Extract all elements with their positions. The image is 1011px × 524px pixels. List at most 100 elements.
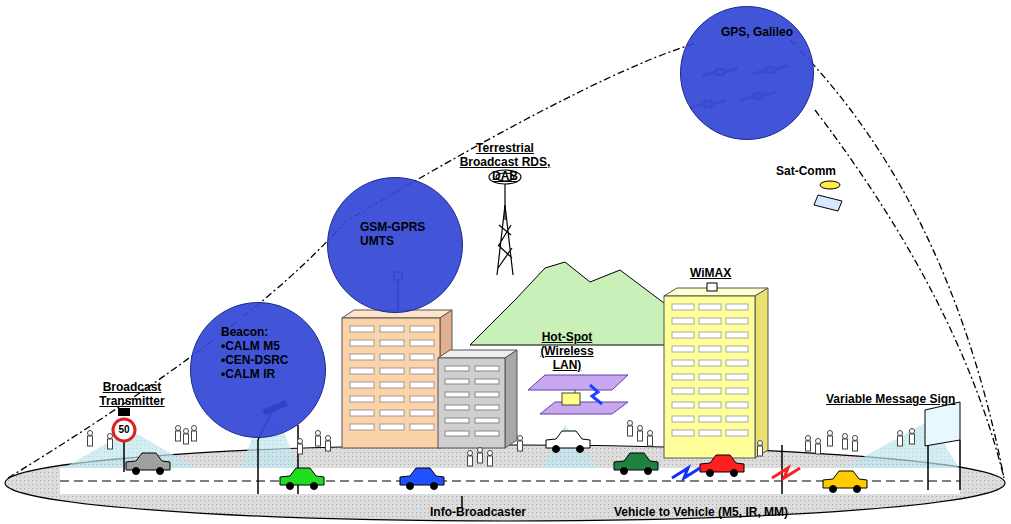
window xyxy=(475,392,499,397)
window xyxy=(350,410,374,416)
wheel xyxy=(830,486,837,493)
window xyxy=(380,396,404,402)
person-head xyxy=(816,439,821,444)
window xyxy=(672,374,694,380)
wheel xyxy=(157,468,164,475)
text-label: 50 xyxy=(114,424,134,436)
window xyxy=(350,354,374,360)
window xyxy=(726,318,748,324)
person-body xyxy=(816,444,821,454)
window xyxy=(672,430,694,436)
window xyxy=(726,346,748,352)
window xyxy=(726,388,748,394)
person-head xyxy=(184,429,189,434)
wheel xyxy=(431,483,438,490)
window xyxy=(445,431,469,436)
window xyxy=(410,340,434,346)
person-body xyxy=(488,456,493,466)
wheel xyxy=(731,470,738,477)
wheel xyxy=(287,483,294,490)
text-label: WiMAX xyxy=(690,266,740,280)
person-body xyxy=(638,431,643,441)
person-head xyxy=(108,434,113,439)
window xyxy=(672,304,694,310)
window xyxy=(350,424,374,430)
window xyxy=(445,366,469,371)
person-body xyxy=(176,431,181,441)
person-head xyxy=(648,431,653,436)
car xyxy=(126,453,170,470)
window xyxy=(726,304,748,310)
person-head xyxy=(910,429,915,434)
window xyxy=(410,354,434,360)
person-head xyxy=(176,426,181,431)
window xyxy=(380,382,404,388)
coverage-circle: Beacon: •CALM M5 •CEN-DSRC •CALM IR xyxy=(190,302,326,438)
person-head xyxy=(488,451,493,456)
window xyxy=(699,318,721,324)
window xyxy=(475,366,499,371)
window xyxy=(726,430,748,436)
window xyxy=(475,431,499,436)
person-head xyxy=(758,441,763,446)
window xyxy=(350,368,374,374)
person-body xyxy=(910,434,915,444)
window xyxy=(350,396,374,402)
person-body xyxy=(758,446,763,456)
person-head xyxy=(192,426,197,431)
circle-label: Beacon: •CALM M5 •CEN-DSRC •CALM IR xyxy=(221,325,295,381)
window xyxy=(726,360,748,366)
person-head xyxy=(828,431,833,436)
window xyxy=(410,410,434,416)
wheel xyxy=(621,468,628,475)
text-label: Hot-Spot (Wireless LAN) xyxy=(527,330,607,372)
person-body xyxy=(828,436,833,446)
window xyxy=(380,424,404,430)
person-head xyxy=(853,436,858,441)
person-body xyxy=(853,441,858,451)
wheel xyxy=(577,446,584,453)
window xyxy=(699,416,721,422)
window xyxy=(672,402,694,408)
wheel xyxy=(707,470,714,477)
person-head xyxy=(898,431,903,436)
text-label: Info-Broadcaster xyxy=(430,505,540,519)
person-body xyxy=(898,436,903,446)
person-body xyxy=(108,439,113,449)
text-label: Variable Message Sign xyxy=(826,392,966,406)
coverage-circle: GPS, Galileo xyxy=(680,6,814,140)
window xyxy=(380,410,404,416)
person-body xyxy=(88,436,93,446)
window xyxy=(672,360,694,366)
person-head xyxy=(316,431,321,436)
person-head xyxy=(298,439,303,444)
window xyxy=(475,379,499,384)
window xyxy=(350,382,374,388)
person-body xyxy=(316,436,321,446)
person-head xyxy=(628,421,633,426)
person-body xyxy=(468,456,473,466)
wheel xyxy=(311,483,318,490)
window xyxy=(380,326,404,332)
person-body xyxy=(192,431,197,441)
window xyxy=(672,388,694,394)
text-label: Broadcast Transmitter xyxy=(86,380,178,408)
window xyxy=(380,340,404,346)
window xyxy=(410,396,434,402)
person-head xyxy=(468,451,473,456)
text-label: Sat-Comm xyxy=(776,164,846,178)
person-body xyxy=(184,434,189,444)
window xyxy=(699,388,721,394)
window xyxy=(380,368,404,374)
window xyxy=(699,430,721,436)
car xyxy=(700,455,744,472)
wheel xyxy=(133,468,140,475)
window xyxy=(350,340,374,346)
car xyxy=(614,453,658,470)
window xyxy=(445,379,469,384)
window xyxy=(726,402,748,408)
window xyxy=(699,346,721,352)
window xyxy=(699,402,721,408)
